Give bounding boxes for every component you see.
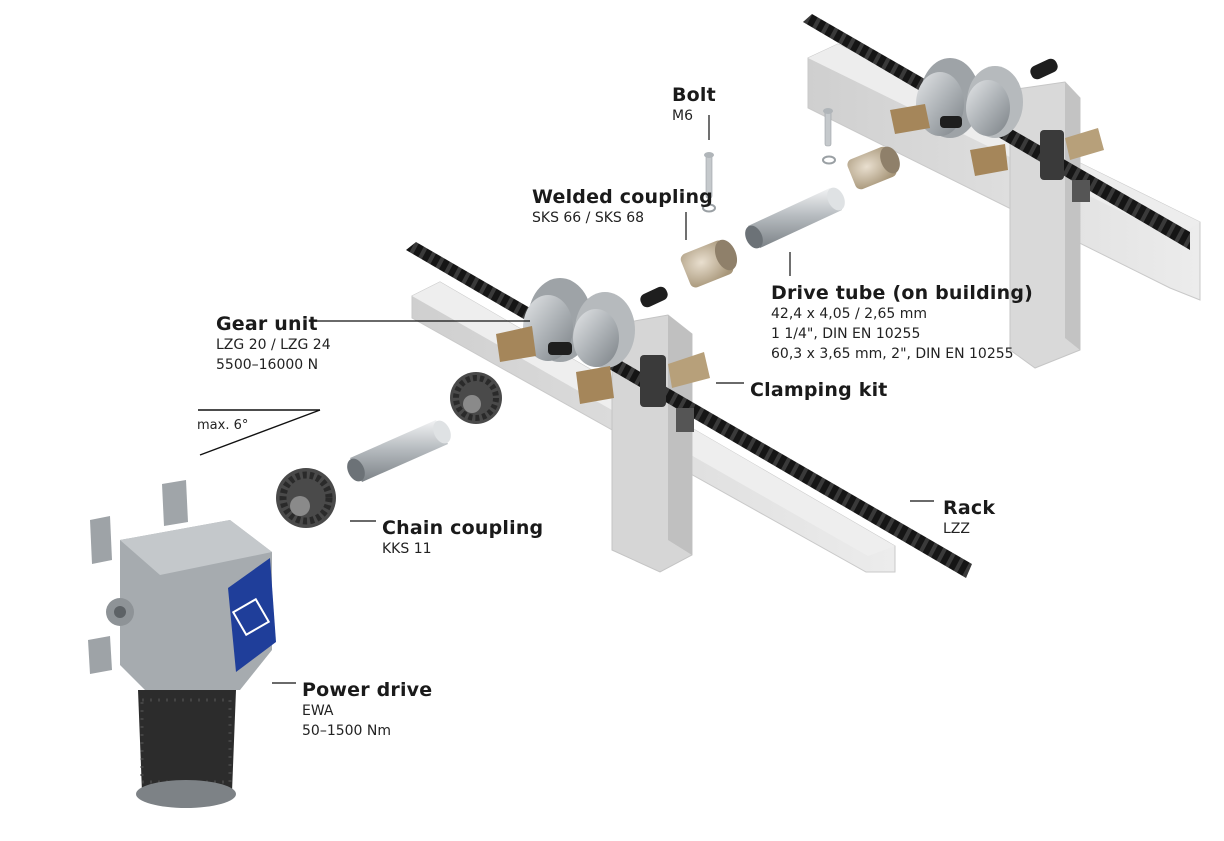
- bolt-title: Bolt: [672, 84, 716, 106]
- chain-coupling-title: Chain coupling: [382, 517, 544, 539]
- chain-coupling-part: [276, 468, 336, 528]
- drive-tube-label: Drive tube (on building) 42,4 x 4,05 / 2…: [771, 282, 1033, 364]
- welded-coupling-part: [680, 239, 738, 288]
- gear-unit-title: Gear unit: [216, 313, 318, 335]
- gear-unit-force: 5500–16000 N: [216, 357, 319, 373]
- chain-coupling-model: KKS 11: [382, 541, 432, 557]
- rack-model: LZZ: [943, 521, 970, 537]
- power-drive-torque: 50–1500 Nm: [302, 723, 392, 739]
- bolt-part-upper: [822, 108, 836, 165]
- gear-unit-model: LZG 20 / LZG 24: [216, 337, 331, 353]
- upper-gear-unit: [890, 58, 1058, 176]
- drive-tube-title: Drive tube (on building): [771, 282, 1034, 304]
- power-drive-label: Power drive EWA 50–1500 Nm: [302, 679, 432, 741]
- bolt-label: Bolt M6: [672, 84, 716, 126]
- clamping-kit-label: Clamping kit: [750, 379, 888, 401]
- rack-label: Rack LZZ: [943, 497, 995, 539]
- leader-lines: [272, 115, 934, 684]
- bolt-part: [702, 152, 716, 213]
- power-drive-part: [88, 480, 276, 808]
- welded-coupling-label: Welded coupling SKS 66 / SKS 68: [532, 186, 713, 228]
- drive-tube-part: [745, 187, 845, 249]
- upper-clamping-kit: [1040, 128, 1104, 202]
- chain-coupling-part-upper: [450, 372, 502, 424]
- welded-coupling-model: SKS 66 / SKS 68: [532, 210, 645, 226]
- drive-tube-spec-2: 1 1/4", DIN EN 10255: [771, 326, 921, 342]
- gear-unit-label: Gear unit LZG 20 / LZG 24 5500–16000 N: [216, 313, 331, 375]
- upper-post-side: [1065, 82, 1080, 350]
- welded-coupling-title: Welded coupling: [532, 186, 713, 208]
- max-angle-label: max. 6°: [197, 418, 249, 433]
- power-drive-model: EWA: [302, 703, 334, 719]
- angle-indicator: [198, 409, 321, 456]
- lower-post-side: [668, 315, 692, 555]
- lower-gear-unit: [496, 278, 668, 404]
- tube-part-lower: [347, 420, 451, 482]
- drive-tube-spec-1: 42,4 x 4,05 / 2,65 mm: [771, 306, 928, 322]
- rack-title: Rack: [943, 497, 996, 519]
- chain-coupling-label: Chain coupling KKS 11: [382, 517, 543, 559]
- power-drive-title: Power drive: [302, 679, 433, 701]
- lower-assembly: [406, 242, 972, 578]
- clamping-kit-title: Clamping kit: [750, 379, 888, 401]
- lower-clamping-kit: [640, 352, 710, 432]
- drive-tube-spec-3: 60,3 x 3,65 mm, 2", DIN EN 10255: [771, 346, 1014, 362]
- bolt-size: M6: [672, 108, 693, 124]
- upper-assembly: [803, 14, 1201, 369]
- welded-coupling-part-upper: [847, 146, 900, 190]
- motor-blue-cover: [228, 558, 276, 672]
